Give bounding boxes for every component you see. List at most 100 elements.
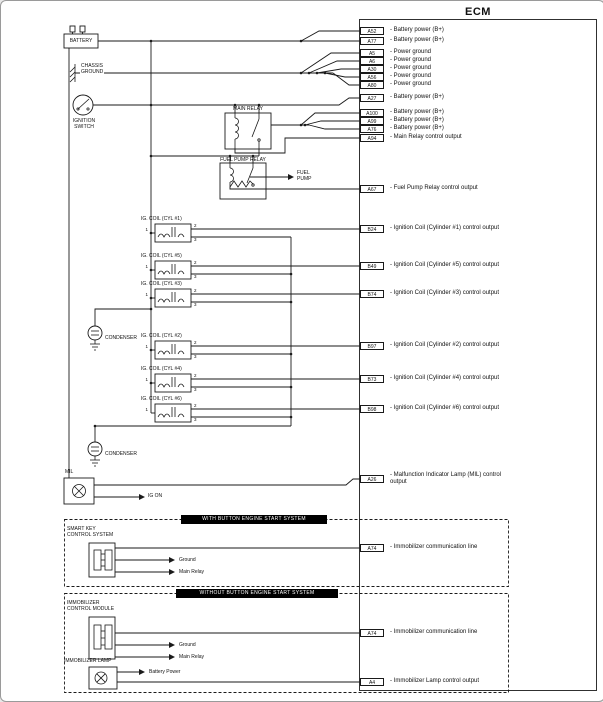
ecm-pin-a100-desc: - Battery power (B+) (390, 109, 444, 115)
arrowheads (139, 174, 294, 675)
smart-key-ground-label: Ground (179, 557, 196, 563)
ecm-pin-b24-desc: - Ignition Coil (Cylinder #1) control ou… (390, 225, 500, 231)
smart-key-main-relay-label: Main Relay (179, 569, 205, 575)
coil-pin-number: 1 (145, 227, 148, 232)
ignition-coil-6-label: IG. COIL (CYL #6) (141, 396, 182, 402)
immobilizer-connector-box (88, 616, 116, 660)
fuel-pump-relay-box (219, 162, 267, 200)
ecm-box (359, 19, 597, 691)
immobilizer-main-relay-label: Main Relay (179, 654, 205, 660)
ecm-pin-a5-desc: - Power ground (390, 49, 432, 55)
ecm-pin-a67: A67 (360, 185, 384, 193)
ecm-pin-a80: A80 (360, 81, 384, 89)
ecm-pin-b49-desc: - Ignition Coil (Cylinder #5) control ou… (390, 262, 500, 268)
ecm-pin-a52-desc: - Battery power (B+) (390, 27, 444, 33)
chassis-ground-label: CHASSIS GROUND (80, 63, 105, 75)
ecm-pin-a76: A76 (360, 125, 384, 133)
ig-on-label: IG ON (148, 493, 163, 499)
ecm-pin-a27: A27 (360, 94, 384, 102)
ecm-pin-b73-desc: - Ignition Coil (Cylinder #4) control ou… (390, 375, 500, 381)
ignition-switch-contacts (76, 98, 90, 111)
fuel-pump-relay-label: FUEL PUMP RELAY (220, 157, 266, 163)
ecm-pin-a74-immobilizer: A74 (360, 629, 384, 637)
ecm-pin-b98: B98 (360, 405, 384, 413)
coil-pin-number: 2 (194, 260, 197, 265)
with-button-section-outline (64, 519, 509, 587)
junction-dots (93, 39, 327, 428)
ecm-pin-a74-immobilizer-desc: - Immobilizer communication line (390, 629, 478, 635)
battery-power-label: Battery Power (149, 669, 181, 675)
main-relay-box (224, 112, 272, 150)
ecm-pin-b97: B97 (360, 342, 384, 350)
mil-label: MIL (65, 469, 74, 475)
coil-pin-number: 1 (145, 344, 148, 349)
main-relay-internals (234, 113, 261, 149)
ignition-coil-4-label: IG. COIL (CYL #4) (141, 366, 182, 372)
coil-pin-number: 2 (194, 288, 197, 293)
ecm-pin-a5: A5 (360, 49, 384, 57)
condenser-2-label: CONDENSER (105, 451, 137, 457)
ecm-title: ECM (465, 6, 491, 18)
ecm-pin-a94: A94 (360, 134, 384, 142)
coil-pin-number: 3 (194, 354, 197, 359)
ecm-pin-a94-desc: - Main Relay control output (390, 134, 462, 140)
coil-pin-number: 2 (194, 403, 197, 408)
coil-pin-number: 3 (194, 387, 197, 392)
ecm-pin-a4-desc: - Immobilizer Lamp control output (390, 678, 480, 684)
coil-pin-numbers: 1 2 3 1 2 3 1 2 3 1 2 3 1 2 3 1 2 3 (145, 223, 197, 422)
condenser-1-label: CONDENSER (105, 335, 137, 341)
ecm-pin-b49: B49 (360, 262, 384, 270)
coil-pin-number: 2 (194, 223, 197, 228)
coil-pin-number: 2 (194, 340, 197, 345)
immobilizer-lamp-icon (94, 671, 108, 685)
coil-pin-number: 3 (194, 417, 197, 422)
ecm-pin-a30-desc: - Power ground (390, 65, 432, 71)
ecm-pin-a27-desc: - Battery power (B+) (390, 94, 444, 100)
ecm-pin-a30: A30 (360, 65, 384, 73)
immobilizer-lamp-box (88, 666, 118, 690)
ecm-pin-b98-desc: - Ignition Coil (Cylinder #6) control ou… (390, 405, 500, 411)
ecm-pin-b73: B73 (360, 375, 384, 383)
ecm-pin-a26-desc: - Malfunction Indicator Lamp (MIL) contr… (390, 472, 502, 485)
ecm-pin-a26: A26 (360, 475, 384, 483)
ecm-pin-a80-desc: - Power ground (390, 81, 432, 87)
ecm-pin-a76-desc: - Battery power (B+) (390, 125, 444, 131)
mil-lamp-icon (72, 484, 86, 498)
without-button-section-header: WITHOUT BUTTON ENGINE START SYSTEM (176, 589, 338, 598)
smart-key-module-label: SMART KEY CONTROL SYSTEM (67, 526, 114, 538)
ecm-pin-a74-smart-key-desc: - Immobilizer communication line (390, 544, 478, 550)
ignition-coil-2-label: IG. COIL (CYL #2) (141, 333, 182, 339)
main-relay-label: MAIN RELAY (233, 106, 263, 112)
ecm-pin-b74: B74 (360, 290, 384, 298)
immobilizer-lamp-label: IMMOBILIZER LAMP (64, 658, 112, 664)
coil-pin-number: 1 (145, 264, 148, 269)
coil-pin-number: 3 (194, 302, 197, 307)
chassis-ground-symbol (69, 64, 76, 83)
with-button-section-header: WITH BUTTON ENGINE START SYSTEM (181, 515, 327, 524)
ecm-pin-a74-smart-key: A74 (360, 544, 384, 552)
coil-pin-number: 1 (145, 292, 148, 297)
ecm-pin-b97-desc: - Ignition Coil (Cylinder #2) control ou… (390, 342, 500, 348)
ignition-coil-boxes (154, 223, 192, 423)
ignition-switch-symbol (72, 94, 94, 116)
ecm-pin-a67-desc: - Fuel Pump Relay control output (390, 185, 478, 191)
ecm-pin-a77-desc: - Battery power (B+) (390, 37, 444, 43)
battery-label: BATTERY (69, 38, 93, 44)
ecm-pin-a99: A99 (360, 117, 384, 125)
coil-pin-number: 3 (194, 237, 197, 242)
coil-pin-number: 3 (194, 274, 197, 279)
ecm-pin-b24: B24 (360, 225, 384, 233)
ecm-pin-a6: A6 (360, 57, 384, 65)
wires (68, 30, 360, 683)
battery-symbol (63, 25, 99, 49)
ignition-coil-1-label: IG. COIL (CYL #1) (141, 216, 182, 222)
condenser-internals (90, 330, 100, 467)
ecm-pin-a100: A100 (360, 109, 384, 117)
coil-pin-number: 1 (145, 407, 148, 412)
ecm-pin-a56: A56 (360, 73, 384, 81)
ignition-switch-label: IGNITION SWITCH (72, 118, 96, 130)
ecm-pin-a56-desc: - Power ground (390, 73, 432, 79)
immobilizer-ground-label: Ground (179, 642, 196, 648)
